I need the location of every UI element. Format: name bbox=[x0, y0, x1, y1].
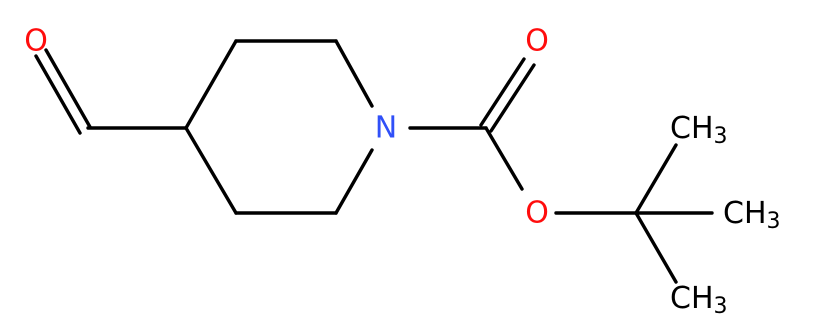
bond-carbamate-c-o bbox=[484, 126, 524, 191]
bond-ring-c2-n bbox=[334, 39, 374, 108]
methyl-right-element: CH bbox=[723, 196, 767, 231]
bond-tbutyl-ch3-top bbox=[634, 143, 678, 215]
methyl-top-count: 3 bbox=[714, 124, 728, 149]
aldehyde-oxygen-label: O bbox=[24, 24, 48, 59]
ester-oxygen-label: O bbox=[525, 196, 549, 231]
ring-nitrogen-label: N bbox=[375, 111, 397, 146]
bond-ring-c4-c3 bbox=[184, 39, 238, 130]
bond-carbamate-co-2 bbox=[489, 63, 536, 133]
bond-ring-c5-c4 bbox=[184, 126, 238, 215]
bond-tbutyl-ch3-bottom bbox=[634, 211, 678, 284]
methyl-right-label: CH3 bbox=[723, 196, 781, 234]
methyl-bottom-count: 3 bbox=[714, 294, 728, 319]
bond-carbamate-co-1 bbox=[479, 57, 526, 127]
methyl-bottom-element: CH bbox=[670, 281, 714, 316]
bond-aldehyde-co-2 bbox=[34, 54, 82, 135]
bond-ring-n-c6 bbox=[334, 148, 374, 215]
methyl-top-element: CH bbox=[670, 111, 714, 146]
methyl-bottom-label: CH3 bbox=[670, 281, 728, 319]
methyl-top-label: CH3 bbox=[670, 111, 728, 149]
methyl-right-count: 3 bbox=[767, 209, 781, 234]
bond-aldehyde-co-1 bbox=[44, 48, 92, 129]
carbonyl-oxygen-label: O bbox=[525, 24, 549, 59]
